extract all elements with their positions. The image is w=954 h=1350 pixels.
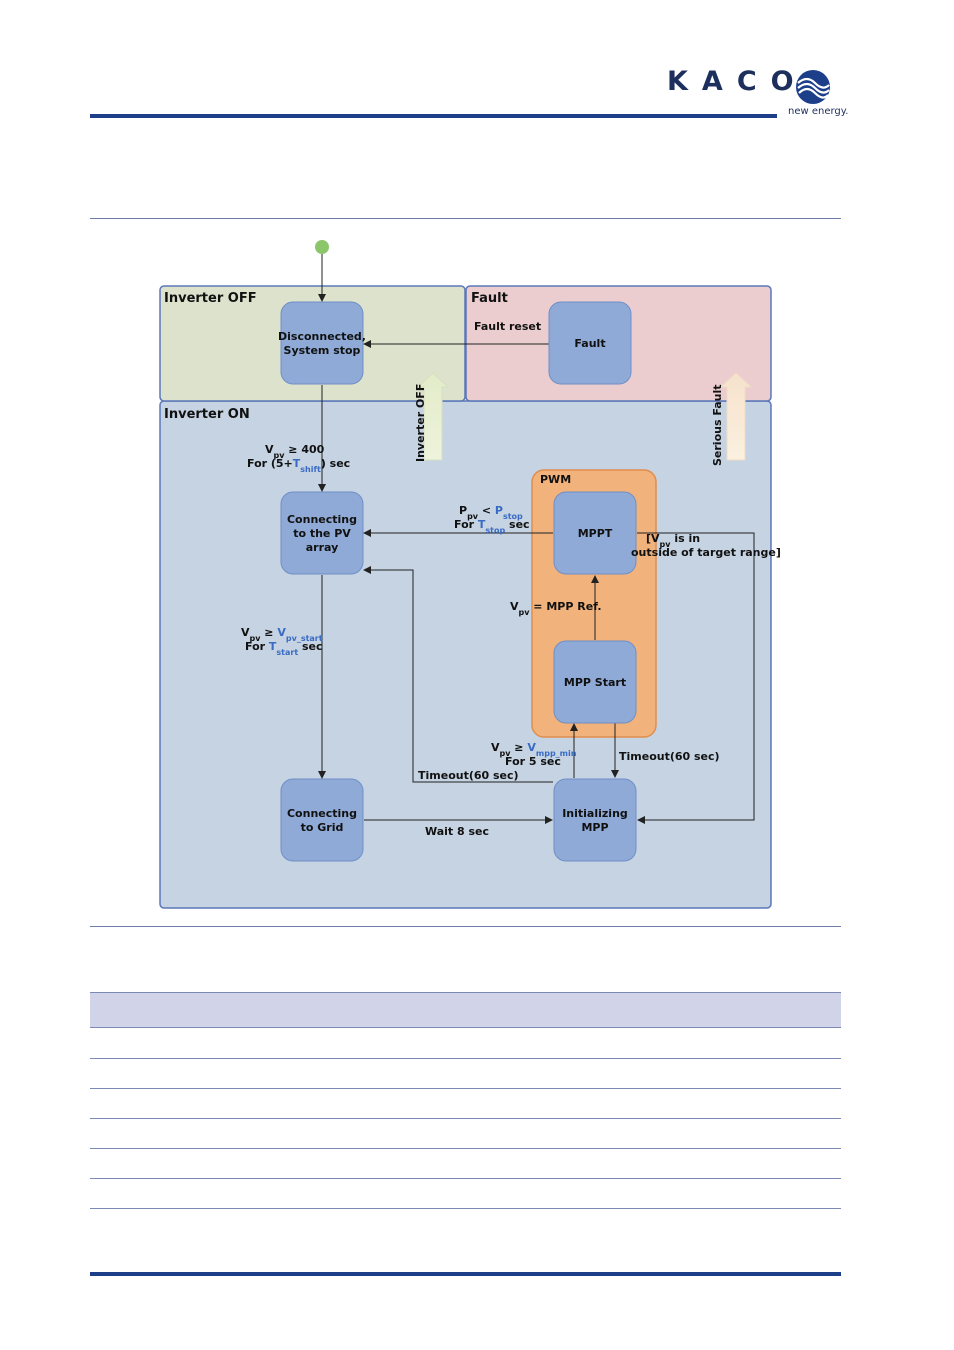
table-row-line	[90, 1118, 841, 1119]
state-connecting-grid	[280, 778, 364, 862]
footer-rule	[90, 1272, 841, 1276]
section-rule-top	[90, 218, 841, 219]
state-mppt	[553, 491, 637, 575]
table-row-line	[90, 1088, 841, 1089]
label-fault-reset: Fault reset	[474, 320, 541, 333]
state-fault	[548, 301, 632, 385]
label-timeout-right: Timeout(60 sec)	[619, 750, 720, 763]
section-rule-bottom	[90, 926, 841, 927]
table-row-line	[90, 1058, 841, 1059]
label-timeout-left: Timeout(60 sec)	[418, 769, 519, 782]
label-range-line2: outside of target range]	[631, 546, 781, 559]
label-for-tstop: For Tstop sec	[454, 518, 530, 535]
label-for-tshift: For (5+Tshift) sec	[247, 457, 350, 474]
region-title-fault: Fault	[471, 291, 508, 306]
serious-fault-arrow	[719, 372, 753, 461]
state-mppt-label: MPPT	[578, 527, 613, 540]
state-mpp-start-label: MPP Start	[564, 676, 626, 689]
label-wait-8-sec: Wait 8 sec	[425, 825, 489, 838]
state-connecting-grid-line2: to Grid	[301, 821, 344, 834]
state-connecting-pv-line2: to the PV	[293, 527, 351, 540]
label-ppv-pstop: Ppv < Pstop	[459, 504, 523, 521]
state-mpp-start	[553, 640, 637, 724]
label-range-line1: [Vpv is in	[646, 532, 700, 549]
label-vpv-mpp-min: Vpv ≥ Vmpp_min	[491, 741, 577, 758]
state-initializing-mpp	[553, 778, 637, 862]
label-vpv-start: Vpv ≥ Vpv_start	[241, 626, 323, 643]
serious-fault-arrow-label: Serious Fault	[711, 385, 724, 467]
state-disconnected	[280, 301, 364, 385]
state-connecting-grid-line1: Connecting	[287, 807, 357, 820]
inverter-off-arrow	[416, 372, 450, 461]
region-title-inverter-on: Inverter ON	[164, 407, 250, 422]
region-title-inverter-off: Inverter OFF	[164, 291, 257, 306]
state-connecting-pv-line3: array	[306, 541, 339, 554]
brand-tagline: new energy.	[788, 106, 849, 117]
state-fault-label: Fault	[574, 337, 605, 350]
label-vpv-400: Vpv ≥ 400	[265, 443, 325, 460]
brand-logo-text: KACO	[667, 66, 808, 97]
state-connecting-pv	[280, 491, 364, 575]
state-connecting-pv-line1: Connecting	[287, 513, 357, 526]
table-row-line	[90, 1178, 841, 1179]
initial-state-node	[315, 240, 329, 254]
table-row-line	[90, 1208, 841, 1209]
header-rule	[90, 114, 777, 118]
label-for-5-sec: For 5 sec	[505, 755, 561, 768]
state-disconnected-line1: Disconnected,	[278, 330, 366, 343]
label-for-tstart: For Tstart sec	[245, 640, 323, 657]
state-disconnected-line2: System stop	[284, 344, 361, 357]
state-diagram: Inverter OFF Fault Inverter ON PWM Inver…	[159, 240, 781, 909]
region-title-pwm: PWM	[540, 473, 571, 486]
state-initializing-mpp-line1: Initializing	[562, 807, 628, 820]
label-mpp-ref: Vpv = MPP Ref.	[510, 600, 602, 617]
brand-logo-icon	[795, 69, 831, 105]
table-row-line	[90, 1148, 841, 1149]
state-initializing-mpp-line2: MPP	[581, 821, 608, 834]
inverter-off-arrow-label: Inverter OFF	[414, 384, 427, 462]
table-header	[90, 992, 841, 1028]
